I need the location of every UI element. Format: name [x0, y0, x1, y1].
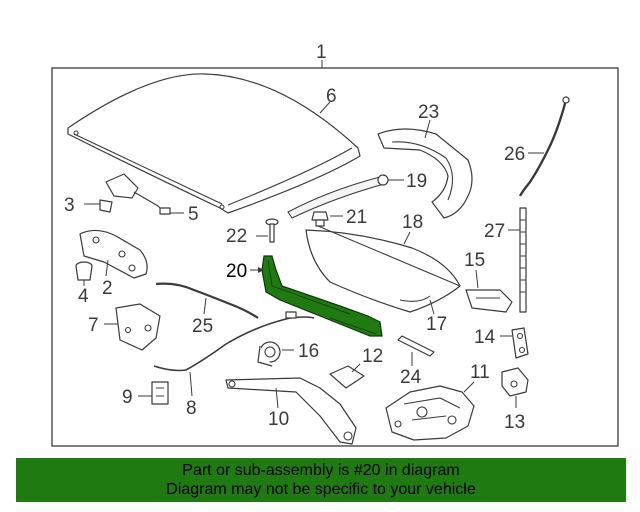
- callout-21: 21: [346, 207, 367, 228]
- callout-15: 15: [464, 250, 485, 271]
- part-12-block[interactable]: [329, 365, 365, 389]
- part-14-small-link[interactable]: [511, 327, 529, 359]
- callout-25: 25: [192, 316, 213, 337]
- banner-line-1: Part or sub-assembly is #20 in diagram: [182, 462, 460, 479]
- callout-23: 23: [418, 102, 439, 123]
- callout-11: 11: [470, 362, 490, 383]
- callout-24: 24: [400, 367, 422, 388]
- callout-20: 20: [226, 261, 247, 282]
- part-7-bracket[interactable]: [115, 303, 161, 351]
- part-2-hinge-bracket[interactable]: [79, 229, 148, 279]
- part-24-pin[interactable]: [397, 335, 435, 357]
- callout-18: 18: [402, 212, 423, 233]
- callout-5: 5: [188, 204, 199, 225]
- callout-12: 12: [362, 346, 383, 367]
- callout-26: 26: [504, 144, 525, 165]
- part-16-pulley[interactable]: [257, 341, 281, 367]
- part-17-18-rear-window[interactable]: [305, 225, 461, 313]
- part-27-long-bolt[interactable]: [519, 207, 527, 313]
- part-20-highlighted-frame[interactable]: [261, 255, 383, 337]
- part-26-rod[interactable]: [518, 96, 570, 197]
- callout-19: 19: [406, 171, 427, 192]
- part-23-side-rail[interactable]: [377, 128, 473, 219]
- part-6-top-panel[interactable]: [67, 73, 361, 214]
- part-11-main-mechanism[interactable]: [385, 385, 475, 441]
- callout-2: 2: [102, 278, 113, 299]
- callout-27: 27: [484, 221, 505, 242]
- callout-3: 3: [64, 195, 75, 216]
- callout-17: 17: [426, 314, 447, 335]
- part-15-bracket[interactable]: [465, 289, 513, 313]
- callout-9: 9: [122, 387, 133, 408]
- callout-14: 14: [474, 327, 496, 348]
- callout-22: 22: [226, 226, 247, 247]
- highlight-shape: [261, 255, 383, 337]
- part-13-hook-bracket[interactable]: [501, 367, 529, 397]
- callout-4: 4: [78, 286, 89, 307]
- part-19-seal-strip[interactable]: [287, 174, 389, 219]
- part-9-clip[interactable]: [151, 381, 169, 405]
- callout-6: 6: [326, 86, 337, 107]
- part-3-5-latch[interactable]: [99, 173, 171, 215]
- banner-line-2: Diagram may not be specific to your vehi…: [166, 481, 476, 498]
- callout-10: 10: [268, 409, 289, 430]
- part-22-bolt[interactable]: [265, 218, 279, 243]
- callout-8: 8: [186, 398, 197, 419]
- callout-13: 13: [504, 412, 525, 433]
- callout-1: 1: [316, 42, 327, 63]
- info-banner: Part or sub-assembly is #20 in diagram D…: [16, 458, 626, 502]
- part-8-cable[interactable]: [153, 311, 315, 372]
- callout-7: 7: [88, 315, 99, 336]
- assembly-frame: [51, 67, 619, 447]
- callout-16: 16: [298, 341, 319, 362]
- part-21-clip[interactable]: [311, 211, 329, 227]
- part-4-grommet[interactable]: [75, 261, 93, 281]
- part-25-cable[interactable]: [155, 282, 259, 319]
- part-10-linkage-arm[interactable]: [225, 377, 357, 445]
